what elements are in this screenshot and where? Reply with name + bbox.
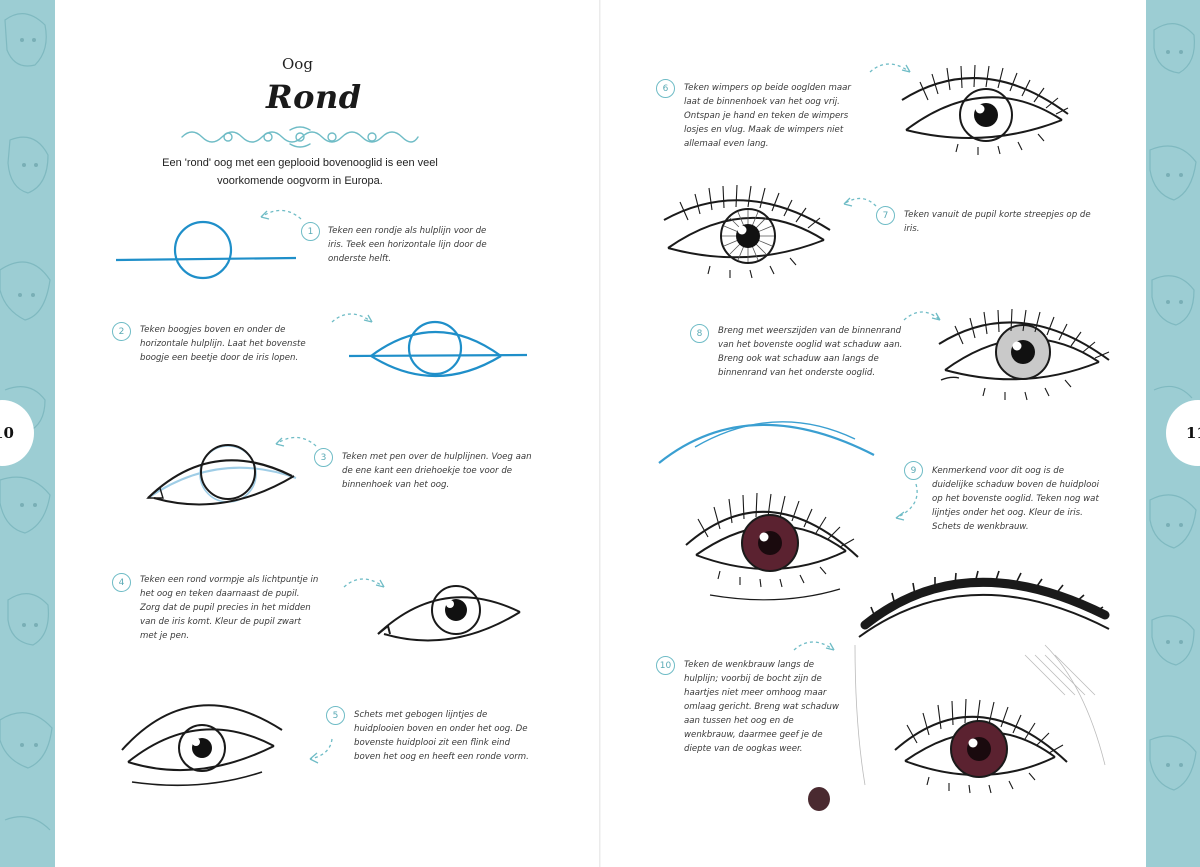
step5-drawing [121,704,283,787]
step-number: 1 [301,222,320,241]
step-number: 8 [690,324,709,343]
step1-drawing [115,220,297,280]
step-number: 6 [656,79,675,98]
step3-drawing [146,444,297,506]
step-text: Teken wimpers op beide ooglden maar laat… [684,83,851,149]
step8-drawing [938,308,1110,401]
step-text: Teken boogjes boven en onder de horizont… [140,325,306,363]
eyebrow-guide-drawing [658,421,875,464]
step-text: Teken de wenkbrauw langs de hulplijn; vo… [684,660,839,754]
step-number: 5 [326,706,345,725]
curved-arrow-icon [869,63,911,73]
step-number: 10 [656,656,675,675]
curved-arrow-icon [343,578,385,588]
intro-text: Een 'rond' oog met een geplooid bovenoog… [162,157,438,187]
step9-drawing [685,492,859,601]
curved-arrow-icon [843,197,877,207]
step2-drawing [348,320,528,377]
page-title: Rond [266,78,362,116]
step-text: Kenmerkend voor dit oog is de duidelijke… [932,466,1099,532]
ornament-swirl-icon [181,126,419,148]
step-text: Teken een rondje als hulplijn voor de ir… [328,226,487,264]
step6-drawing [901,64,1069,155]
chapter-eyebrow: Oog [282,55,313,73]
step-text: Schets met gebogen lijntjes de huidplooi… [354,710,529,762]
step-text: Teken een rond vormpje als lichtpuntje i… [140,575,319,641]
curved-arrow-icon [275,436,317,447]
faces-pattern-icon [0,13,53,831]
book-gutter [599,0,601,867]
curved-arrow-icon [793,641,835,651]
step10-drawing [854,570,1110,794]
step-number: 2 [112,322,131,341]
step-number: 4 [112,573,131,592]
curved-arrow-icon [903,311,941,321]
faces-pattern-icon [1149,23,1197,791]
curved-arrow-icon [309,738,333,764]
step-text: Breng met weerszijden van de binnenrand … [718,326,903,378]
step4-drawing [377,585,521,642]
step-text: Teken met pen over de hulplijnen. Voeg a… [342,452,532,490]
curved-arrow-icon [895,483,918,521]
mole-mark [808,787,830,811]
step-number: 3 [314,448,333,467]
curved-arrow-icon [260,209,302,220]
step-number: 7 [876,206,895,225]
step-number: 9 [904,461,923,480]
step7-drawing [663,184,831,279]
curved-arrow-icon [331,313,373,323]
step-text: Teken vanuit de pupil korte streepjes op… [904,210,1091,234]
